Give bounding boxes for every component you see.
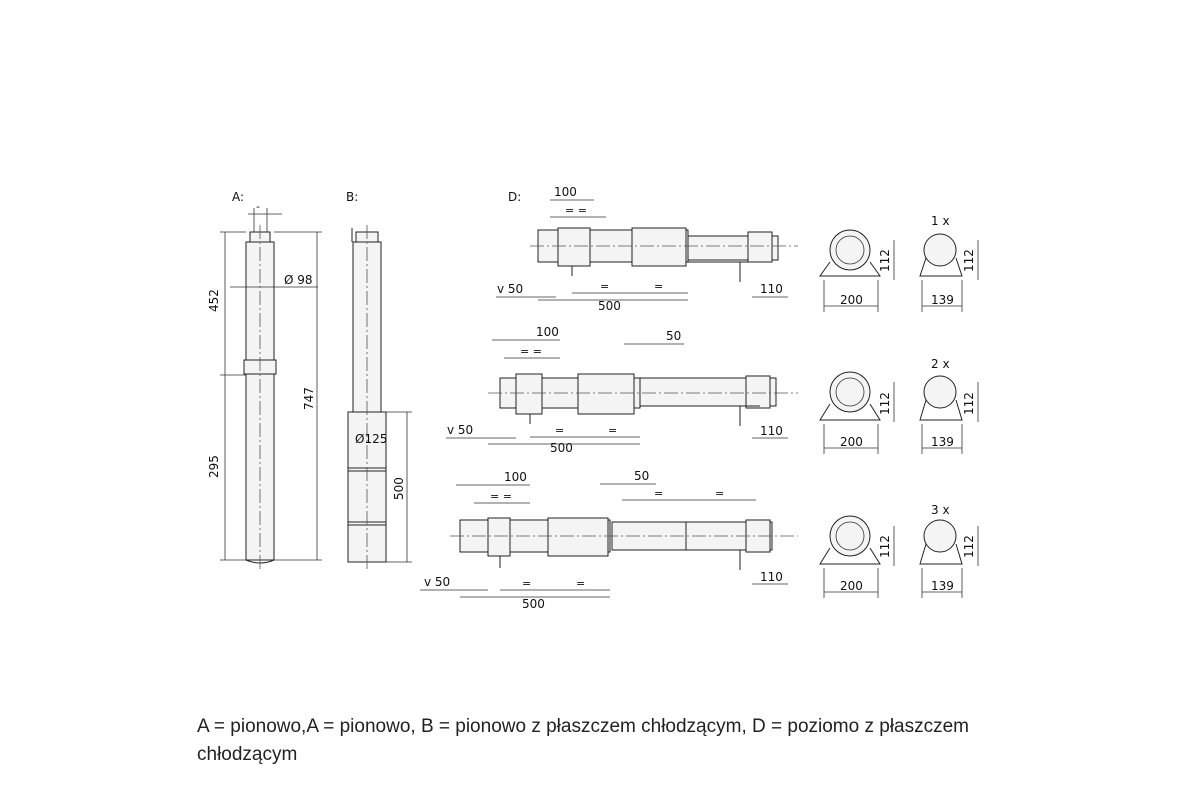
r3-dim-110: 110 [760,570,783,584]
r3-dim-eq: = = [490,490,512,503]
view-b: B: Ø125 500 [346,190,412,572]
r1-dim-110: 110 [760,282,783,296]
r3-dim-200: 200 [840,579,863,593]
r3-dim-100: 100 [504,470,527,484]
r3-dim-112b: 112 [962,535,976,558]
r2-dim-110: 110 [760,424,783,438]
view-a: A: - Ø 98 452 295 747 [207,190,322,572]
r2-dim-eq2: = [608,424,617,437]
view-d-label: D: [508,190,521,204]
r3-dim-500: 500 [522,597,545,611]
dim-b-dia: Ø125 [355,432,387,446]
r2-dim-100: 100 [536,325,559,339]
r3-dim-50: 50 [634,469,649,483]
r1-dim-112a: 112 [878,249,892,272]
r1-dim-200: 200 [840,293,863,307]
r2-dim-500: 500 [550,441,573,455]
r2-dim-112b: 112 [962,392,976,415]
dim-a-upper: 452 [207,289,221,312]
r1-dim-500: 500 [598,299,621,313]
r1-dim-eq1: = [600,280,609,293]
r3-dim-112a: 112 [878,535,892,558]
r1-dim-v50: v 50 [497,282,523,296]
view-d-row-3: 100 = = 50 = = v 50 = = 500 110 200 112 … [420,469,979,611]
pump-a-upper [245,241,275,371]
dim-a-lower: 295 [207,455,221,478]
r1-dim-139: 139 [931,293,954,307]
view-d-row-2: 100 = = 50 v 50 = = 500 110 200 112 2 x … [446,325,979,455]
r1-dim-112b: 112 [962,249,976,272]
dim-a-dia: Ø 98 [284,273,313,287]
view-a-label: A: [232,190,244,204]
r2-dim-112a: 112 [878,392,892,415]
dim-a-total: 747 [302,387,316,410]
r2-dim-200: 200 [840,435,863,449]
r3-dim-eq3: = [654,487,663,500]
r3-dim-eq4: = [715,487,724,500]
r2-dim-v50: v 50 [447,423,473,437]
r1-dim-eq2: = [654,280,663,293]
caption: A = pionowo,A = pionowo, B = pionowo z p… [197,716,970,765]
r3-dim-eq2: = [576,577,585,590]
r3-dim-eq1: = [522,577,531,590]
r3-count: 3 x [931,503,950,517]
r3-dim-v50: v 50 [424,575,450,589]
r3-dim-139: 139 [931,579,954,593]
r1-dim-eq: = = [565,204,587,217]
dim-b-jacket: 500 [392,477,406,500]
r1-dim-100: 100 [554,185,577,199]
r2-dim-50: 50 [666,329,681,343]
r1-count: 1 x [931,214,950,228]
view-d-row-1: 100 = = v 50 = = 500 110 200 112 1 x 139… [496,185,979,313]
r2-dim-eq: = = [520,345,542,358]
view-b-label: B: [346,190,358,204]
r2-dim-139: 139 [931,435,954,449]
view-a-top-mark: - [256,200,260,213]
r2-count: 2 x [931,357,950,371]
r2-dim-eq1: = [555,424,564,437]
